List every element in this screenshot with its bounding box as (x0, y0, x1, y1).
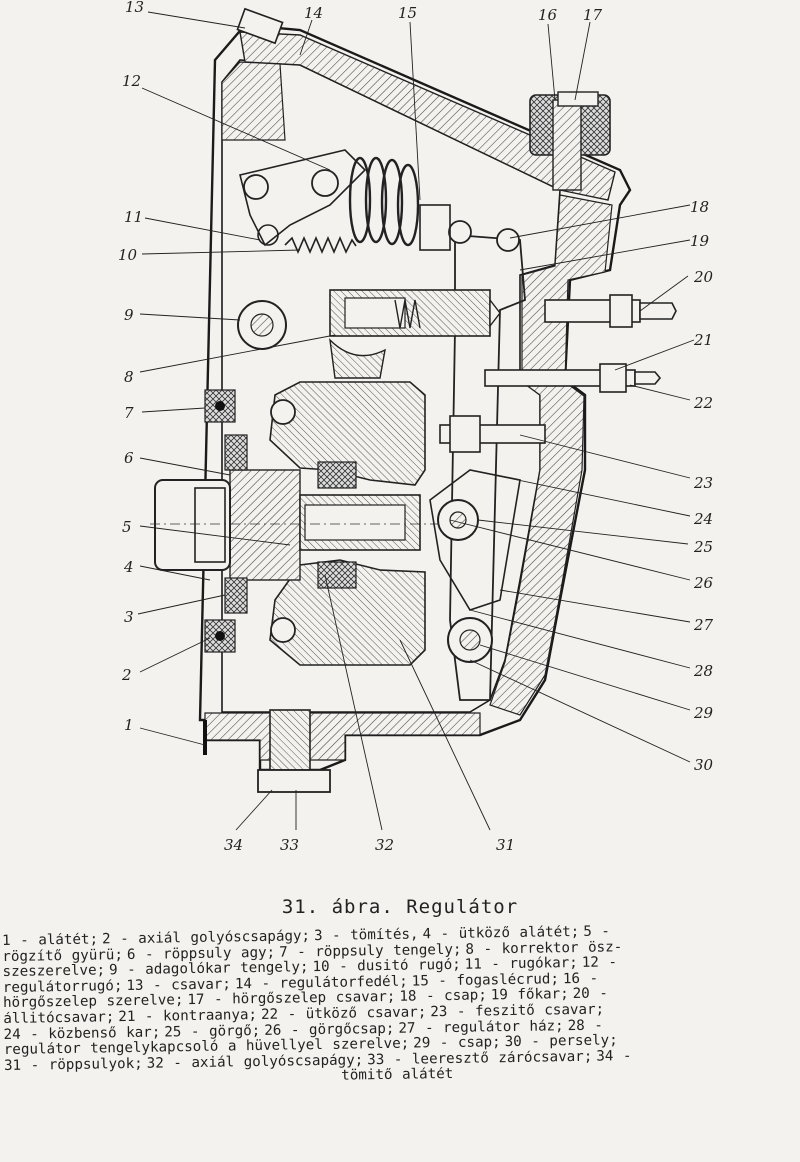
callout-12: 12 (122, 72, 141, 90)
regulator-section-drawing: 13 14 15 16 17 12 11 10 9 8 7 6 5 4 3 2 … (118, 0, 714, 854)
callout-26: 26 (693, 574, 714, 592)
pin-18 (496, 228, 520, 252)
callout-29: 29 (693, 704, 714, 722)
callout-numbers: 13 14 15 16 17 12 11 10 9 8 7 6 5 4 3 2 … (118, 0, 714, 854)
callout-16: 16 (538, 6, 558, 24)
sealing-washer (257, 769, 331, 793)
seal-top (224, 434, 248, 471)
spring-lever (239, 149, 367, 247)
leader-lines (137, 11, 695, 831)
callout-24: 24 (693, 510, 713, 528)
callout-28: 28 (693, 662, 713, 680)
tension-screw (439, 415, 546, 453)
flyweight-pin-upper (270, 399, 296, 425)
enrichment-spring (284, 235, 357, 255)
flyweight-hub (229, 469, 301, 581)
intermediate-lever (429, 469, 521, 611)
callout-22: 22 (693, 394, 713, 412)
housing-wall-right (489, 194, 613, 716)
housing-wall-left-top (221, 61, 286, 141)
drain-plug (269, 709, 311, 771)
callout-34: 34 (224, 836, 243, 854)
callout-32: 32 (375, 836, 394, 854)
choke-valve-screw (552, 99, 582, 191)
fuel-rack (419, 204, 451, 251)
flyweight-upper (269, 381, 426, 486)
callout-3: 3 (124, 608, 134, 626)
callout-4: 4 (123, 558, 134, 576)
callout-14: 14 (304, 4, 323, 22)
callout-15: 15 (398, 4, 417, 22)
callout-21: 21 (693, 331, 713, 349)
callout-10: 10 (118, 246, 138, 264)
callout-2: 2 (121, 666, 132, 684)
callout-17: 17 (583, 6, 603, 24)
callout-5: 5 (122, 518, 132, 536)
callout-27: 27 (693, 616, 714, 634)
axial-bearing-top (204, 389, 236, 423)
callout-23: 23 (693, 474, 713, 492)
pivot-rack (448, 220, 472, 244)
coupling-bore (304, 504, 406, 541)
callout-1: 1 (124, 716, 134, 734)
callout-6: 6 (124, 449, 134, 467)
callout-25: 25 (693, 538, 713, 556)
seal-bottom (224, 577, 248, 614)
callout-13: 13 (125, 0, 144, 16)
shaft-nut-head (194, 487, 226, 563)
callout-30: 30 (694, 756, 714, 774)
thrust-bearing-lower (317, 561, 357, 589)
adjusting-screw (544, 294, 677, 328)
flyweight-pin-lower (270, 617, 296, 643)
cover-screw (236, 7, 284, 45)
pivot-upper-left (243, 174, 269, 200)
callout-9: 9 (124, 306, 134, 324)
housing-wall-bottom (204, 712, 481, 761)
callout-7: 7 (124, 404, 134, 422)
parts-legend: 1 - alátét;2 - axiál golyóscsapágy;3 - t… (2, 922, 794, 1090)
callout-11: 11 (124, 208, 143, 226)
pivot-spring-arm (311, 169, 339, 197)
callout-33: 33 (280, 836, 299, 854)
callout-20: 20 (693, 268, 714, 286)
callout-19: 19 (690, 232, 710, 250)
thrust-bearing-upper (317, 461, 357, 489)
callout-8: 8 (124, 368, 134, 386)
regulator-spring (348, 156, 420, 247)
callout-31: 31 (496, 836, 515, 854)
figure-caption: 31. ábra. Regulátor (281, 896, 519, 918)
stop-screw (484, 363, 662, 393)
callout-18: 18 (690, 198, 709, 216)
